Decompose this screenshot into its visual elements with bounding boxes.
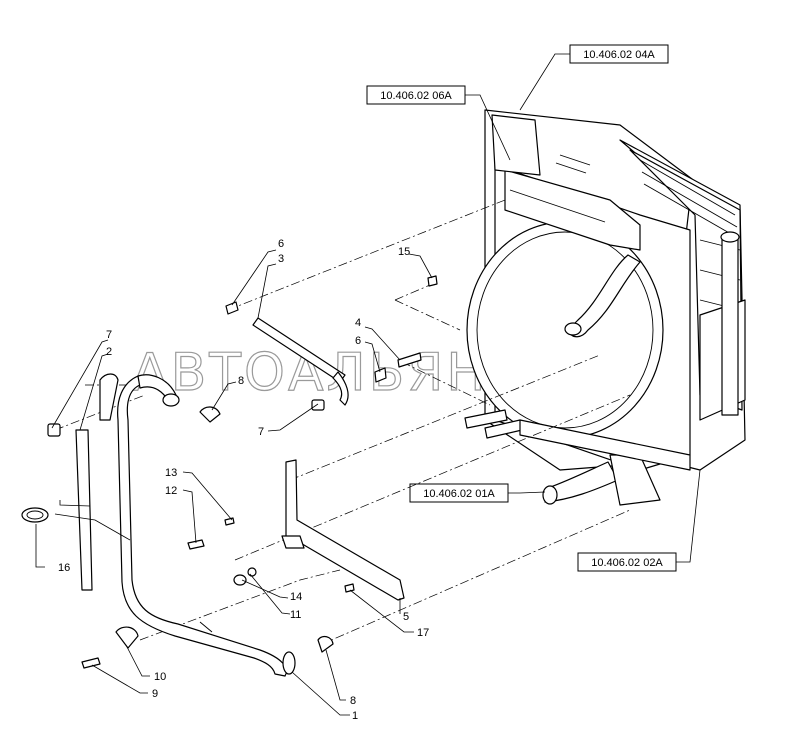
callout-14: 14 [290,591,302,603]
callout-11: 11 [290,609,301,621]
radiator-assembly [464,109,746,506]
callout-9: 9 [152,688,158,700]
callout-16: 16 [58,562,70,574]
hoses-and-parts [21,275,438,677]
callout-10: 10 [154,671,166,683]
callout-15: 15 [398,246,410,258]
callout-2: 2 [106,346,112,358]
ref-04a-label: 10.406.02 04A [583,49,655,61]
ref-06a-label: 10.406.02 06A [380,90,452,102]
callout-1: 1 [352,710,358,722]
callout-7-left: 7 [106,329,112,341]
callout-numbers: 6 3 15 7 2 4 6 8 7 13 12 14 11 5 17 16 1… [58,238,429,722]
ref-01a-label: 10.406.02 01A [423,488,495,500]
reference-labels: 10.406.02 04A 10.406.02 06A 10.406.02 01… [366,44,701,572]
callout-5: 5 [403,611,409,623]
callout-12: 12 [165,485,177,497]
callout-17: 17 [417,627,429,639]
callout-8-lower: 8 [350,695,356,707]
callout-8-upper: 8 [238,375,244,387]
callout-leaders [35,249,433,716]
callout-13: 13 [165,467,177,479]
callout-3: 3 [278,253,284,265]
callout-6-middle: 6 [355,335,361,347]
callout-4: 4 [355,317,361,329]
ref-02a-label: 10.406.02 02A [591,557,663,569]
callout-6-top: 6 [278,238,284,250]
callout-7-middle: 7 [258,426,264,438]
